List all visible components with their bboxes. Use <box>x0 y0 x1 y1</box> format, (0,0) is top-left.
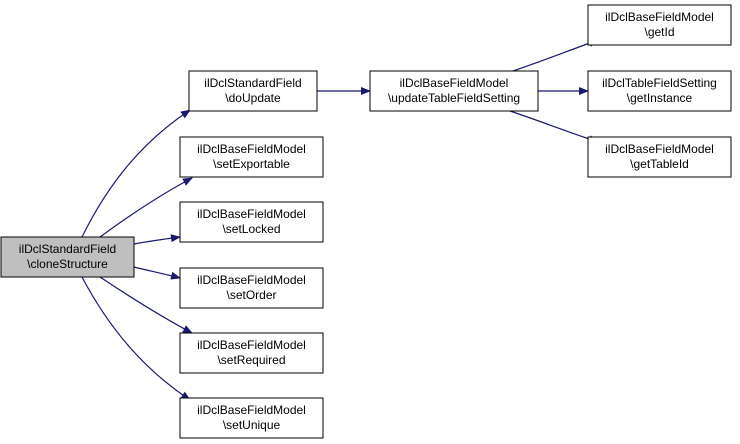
node-set-required-line2: \setRequired <box>217 353 285 367</box>
node-update-table-field-setting-line1: ilDclBaseFieldModel <box>400 76 509 90</box>
edge-clone-structure-to-set-order <box>133 266 181 280</box>
node-set-order-line1: ilDclBaseFieldModel <box>197 273 306 287</box>
node-set-required-line1: ilDclBaseFieldModel <box>197 338 306 352</box>
edge-clone-structure-to-set-locked <box>133 234 181 245</box>
edge-update-table-field-setting-to-get-id <box>509 39 599 73</box>
node-get-id-line1: ilDclBaseFieldModel <box>605 10 714 24</box>
node-set-unique[interactable]: ilDclBaseFieldModel \setUnique <box>179 397 324 439</box>
node-set-locked-line2: \setLocked <box>222 222 280 236</box>
node-set-unique-line2: \setUnique <box>223 418 281 432</box>
node-get-instance-line2: \getInstance <box>627 91 693 105</box>
node-do-update-line1: ilDclStandardField <box>204 76 301 90</box>
node-set-order-line2: \setOrder <box>226 288 276 302</box>
edge-clone-structure-to-do-update <box>81 109 191 238</box>
node-clone-structure-line2: \cloneStructure <box>27 257 108 271</box>
node-update-table-field-setting-line2: \updateTableFieldSetting <box>388 91 520 105</box>
node-get-id[interactable]: ilDclBaseFieldModel \getId <box>587 4 732 46</box>
node-set-exportable-line1: ilDclBaseFieldModel <box>197 142 306 156</box>
node-get-instance[interactable]: ilDclTableFieldSetting \getInstance <box>587 70 732 112</box>
node-set-unique-line1: ilDclBaseFieldModel <box>197 403 306 417</box>
nodes: ilDclStandardField \cloneStructure ilDcl… <box>0 4 732 439</box>
node-do-update-line2: \doUpdate <box>225 91 281 105</box>
node-get-table-id[interactable]: ilDclBaseFieldModel \getTableId <box>587 136 732 178</box>
edge-clone-structure-to-set-required <box>99 276 193 334</box>
edge-clone-structure-to-set-unique <box>81 276 191 401</box>
node-clone-structure-line1: ilDclStandardField <box>19 242 116 256</box>
node-set-exportable-line2: \setExportable <box>213 157 290 171</box>
node-get-id-line2: \getId <box>644 25 674 39</box>
node-clone-structure[interactable]: ilDclStandardField \cloneStructure <box>0 236 135 278</box>
edge-clone-structure-to-set-exportable <box>99 177 193 238</box>
node-set-locked[interactable]: ilDclBaseFieldModel \setLocked <box>179 201 324 243</box>
node-set-exportable[interactable]: ilDclBaseFieldModel \setExportable <box>179 136 324 178</box>
node-get-table-id-line2: \getTableId <box>630 157 689 171</box>
node-set-order[interactable]: ilDclBaseFieldModel \setOrder <box>179 267 324 309</box>
node-do-update[interactable]: ilDclStandardField \doUpdate <box>188 70 318 112</box>
node-get-table-id-line1: ilDclBaseFieldModel <box>605 142 714 156</box>
edge-update-table-field-setting-to-get-table-id <box>509 110 599 143</box>
node-set-required[interactable]: ilDclBaseFieldModel \setRequired <box>179 332 324 374</box>
node-update-table-field-setting[interactable]: ilDclBaseFieldModel \updateTableFieldSet… <box>369 70 539 112</box>
node-get-instance-line1: ilDclTableFieldSetting <box>602 76 717 90</box>
node-set-locked-line1: ilDclBaseFieldModel <box>197 207 306 221</box>
